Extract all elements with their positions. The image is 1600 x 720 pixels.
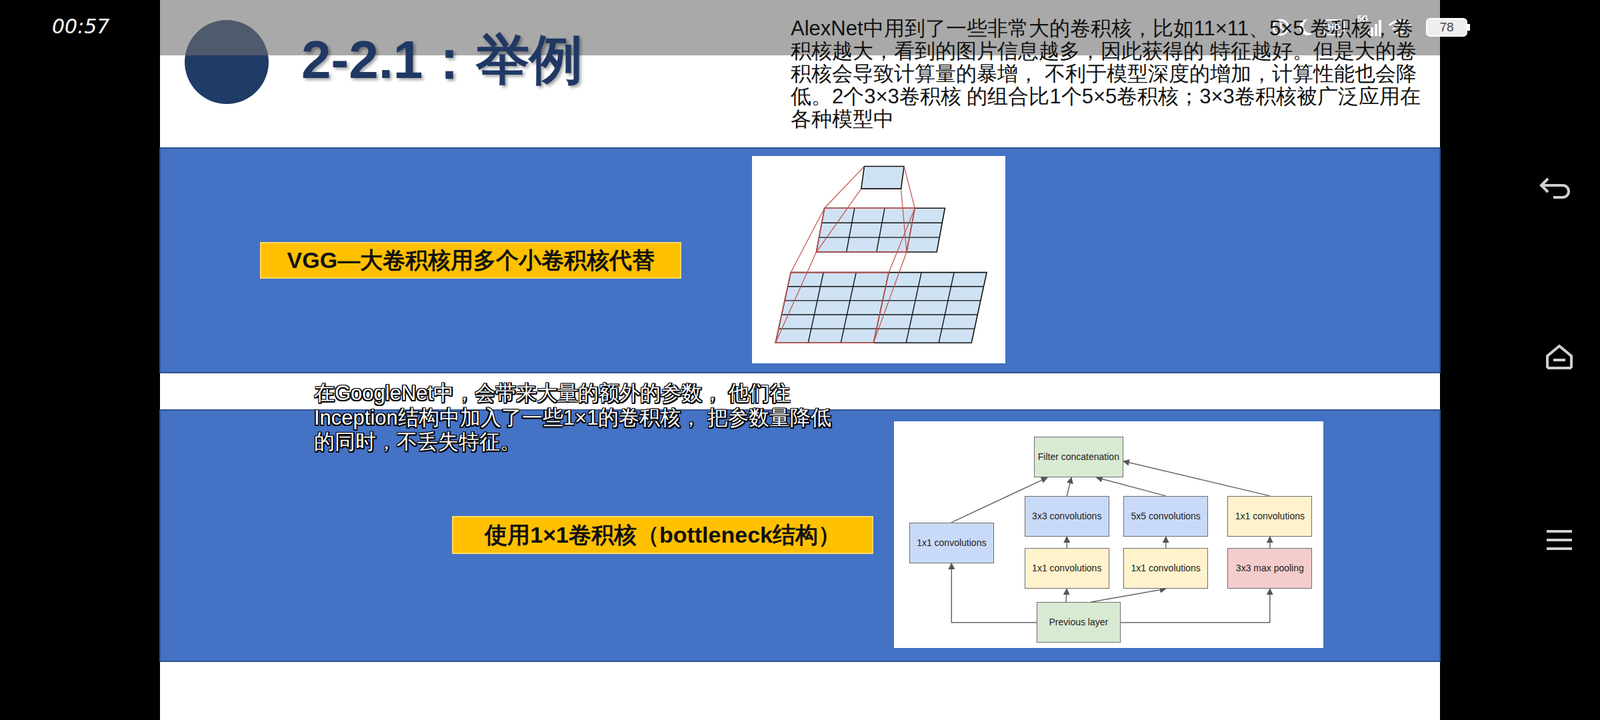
- status-hd: HD: [1324, 20, 1344, 35]
- projection-line: [904, 166, 915, 208]
- tag-label: VGG—大卷积核用多个小卷积核代替: [260, 242, 682, 279]
- projection-line: [901, 188, 907, 252]
- layer-name: Previous layer: [1048, 616, 1108, 628]
- projection-line: [790, 208, 825, 272]
- projection-line: [816, 188, 861, 252]
- grid-line: [876, 208, 885, 252]
- layer-name: 3x3 max pooling: [1236, 562, 1304, 574]
- layer-name: 3x3 convolutions: [1032, 510, 1102, 522]
- battery-icon: [1467, 24, 1470, 31]
- layer-box: Previous layer: [1036, 602, 1121, 643]
- flow-arrow: [1165, 536, 1167, 548]
- flow-arrow: [1096, 477, 1166, 496]
- projection-line: [775, 252, 816, 343]
- layer-name: Filter concatenation: [1038, 451, 1120, 463]
- grid-line: [808, 272, 824, 344]
- vgg-panel: [752, 156, 1006, 364]
- slide-ground: [160, 0, 1440, 720]
- layer-box: Filter concatenation: [1034, 436, 1124, 478]
- layer-name: 5x5 convolutions: [1131, 510, 1201, 522]
- feature-grid: [775, 272, 987, 344]
- tag-text: VGG—大卷积核用多个小卷积核代替: [287, 246, 656, 274]
- status-5g: 5G: [1357, 14, 1368, 24]
- vgg-illustration: [775, 166, 987, 343]
- flow-arrow: [1120, 588, 1270, 623]
- back-icon: [1541, 178, 1569, 198]
- projection-line: [873, 252, 907, 343]
- grid-line: [906, 272, 922, 344]
- tag-text: 使用1×1卷积核（bottleneck结构）: [484, 521, 841, 549]
- menu-icon: [1546, 531, 1572, 549]
- layer-box: 1x1 convolutions: [1123, 548, 1208, 589]
- flow-arrow: [1123, 461, 1270, 496]
- layer-box: 3x3 convolutions: [1024, 496, 1110, 537]
- grid-line: [938, 272, 954, 344]
- flow-arrow: [1066, 477, 1072, 496]
- battery-level: 78: [1428, 18, 1466, 36]
- layer-name: 1x1 convolutions: [1131, 562, 1201, 574]
- layer-name: 1x1 convolutions: [1235, 510, 1305, 522]
- feature-grid: [816, 208, 945, 252]
- slide-title: 2-2.1：举例: [301, 29, 583, 91]
- battery-icon: [1426, 18, 1467, 36]
- googlenet-note: 在GoogleNet中，会带来大量的额外的参数， 他们往Inception结构中…: [314, 381, 848, 455]
- home-icon: [1547, 346, 1572, 368]
- layer-name: 1x1 convolutions: [1032, 562, 1102, 574]
- layer-box: 5x5 convolutions: [1123, 496, 1208, 537]
- projection-line: [824, 166, 865, 208]
- tag-label: 使用1×1卷积核（bottleneck结构）: [452, 516, 874, 554]
- intro-paragraph: AlexNet中用到了一些非常大的卷积核，比如11×11、5×5 卷积核，卷积核…: [790, 17, 1432, 131]
- feature-grid: [861, 166, 904, 189]
- layer-name: 1x1 convolutions: [916, 537, 986, 549]
- layer-box: 1x1 convolutions: [1024, 548, 1110, 589]
- grid-line: [840, 272, 856, 344]
- flow-arrow: [1066, 588, 1067, 602]
- flow-arrow: [1091, 588, 1166, 602]
- receptive-field: [775, 272, 889, 344]
- inception-panel: [894, 421, 1324, 648]
- status-time: 00:57: [52, 14, 110, 39]
- flow-arrow: [1269, 536, 1271, 548]
- layer-box: 1x1 convolutions: [1227, 496, 1312, 537]
- flow-arrow: [1066, 536, 1068, 548]
- content-band: [160, 148, 1440, 373]
- layer-box: 1x1 convolutions: [909, 522, 994, 564]
- grid-line: [846, 208, 855, 252]
- layer-box: 3x3 max pooling: [1227, 548, 1312, 589]
- projection-line: [888, 208, 915, 272]
